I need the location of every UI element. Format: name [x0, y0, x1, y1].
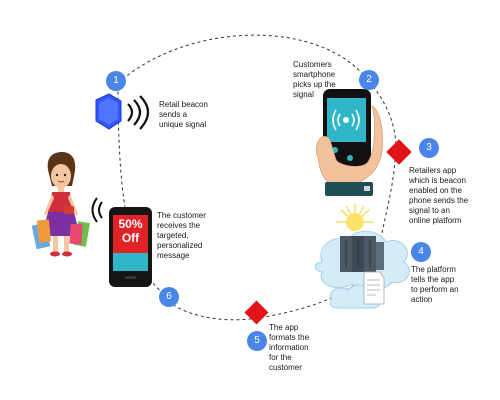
diamond-marker-step-5	[244, 300, 269, 325]
hand-holding-phone-icon	[316, 89, 383, 196]
step-5-caption: The app formats the information for the …	[269, 323, 310, 372]
step-1-number: 1	[106, 71, 126, 91]
promo-off-text: Off	[121, 231, 140, 245]
step-1-caption: Retail beacon sends a unique signal	[159, 100, 208, 129]
step-2-caption: Customers smartphone picks up the signal	[293, 60, 336, 99]
step-5-number: 5	[247, 331, 267, 351]
step-3-number: 3	[419, 138, 439, 158]
step-6-number: 6	[159, 287, 179, 307]
diamond-marker-step-3	[386, 139, 412, 165]
hexagon-beacon-icon	[95, 93, 150, 130]
promo-phone-icon	[91, 197, 152, 287]
cycle-path	[117, 34, 397, 321]
step-6-caption: The customer receives the targeted, pers…	[157, 211, 206, 260]
step-4-caption: The platform tells the app to perform an…	[411, 265, 459, 304]
step-3-caption: Retailers app which is beacon enabled on…	[409, 166, 469, 225]
promo-percent-text: 50%	[118, 217, 143, 231]
cloud-server-icon	[314, 204, 410, 309]
shopper-woman-icon	[31, 152, 90, 257]
step-4-number: 4	[411, 242, 431, 262]
step-2-number: 2	[359, 70, 379, 90]
